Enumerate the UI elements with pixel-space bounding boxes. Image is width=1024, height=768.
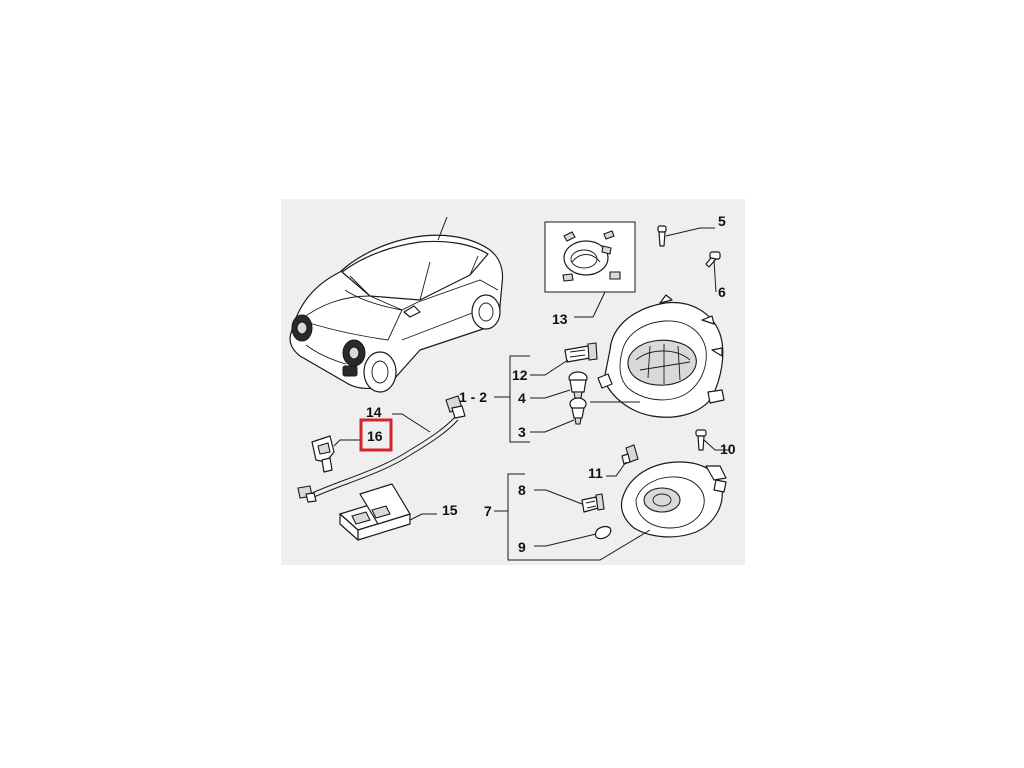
headlamp-assembly-1-2 [597,294,725,418]
callout-8: 8 [518,482,526,498]
lamp-assembly-7 [620,461,727,538]
leader-14 [392,413,431,433]
harness-14 [297,395,466,503]
car-illustration [289,216,504,393]
callout-1-2: 1 - 2 [459,389,487,405]
callout-4: 4 [518,390,526,406]
callout-13: 13 [552,311,568,327]
bulb-4 [530,371,588,399]
bracket-16 [311,435,361,473]
callout-14: 14 [366,404,382,420]
leader-16 [333,439,361,447]
part-13-group [544,221,636,318]
screw-10 [695,429,730,451]
leader-lamp-7 [508,529,651,561]
callout-10: 10 [720,441,736,457]
leader-13 [574,291,606,318]
callout-15: 15 [442,502,458,518]
bulb-3 [530,397,587,433]
callout-16-highlight-frame [359,418,393,452]
callout-11: 11 [588,465,603,481]
callout-12: 12 [512,367,528,383]
screw-5 [657,225,715,247]
callout-9: 9 [518,539,526,555]
kit-15 [339,483,437,541]
callout-7: 7 [484,503,492,519]
callout-5: 5 [718,213,726,229]
callout-16: 16 [367,428,383,444]
bracket-1-2 [509,355,530,443]
part-13-lamp [563,240,609,276]
screw-6 [705,251,721,293]
bulb-8 [534,489,605,513]
clip-11 [606,444,639,477]
callout-6: 6 [718,284,726,300]
bulb-9 [534,526,612,547]
bulb-12 [530,342,598,376]
callout-3: 3 [518,424,526,440]
